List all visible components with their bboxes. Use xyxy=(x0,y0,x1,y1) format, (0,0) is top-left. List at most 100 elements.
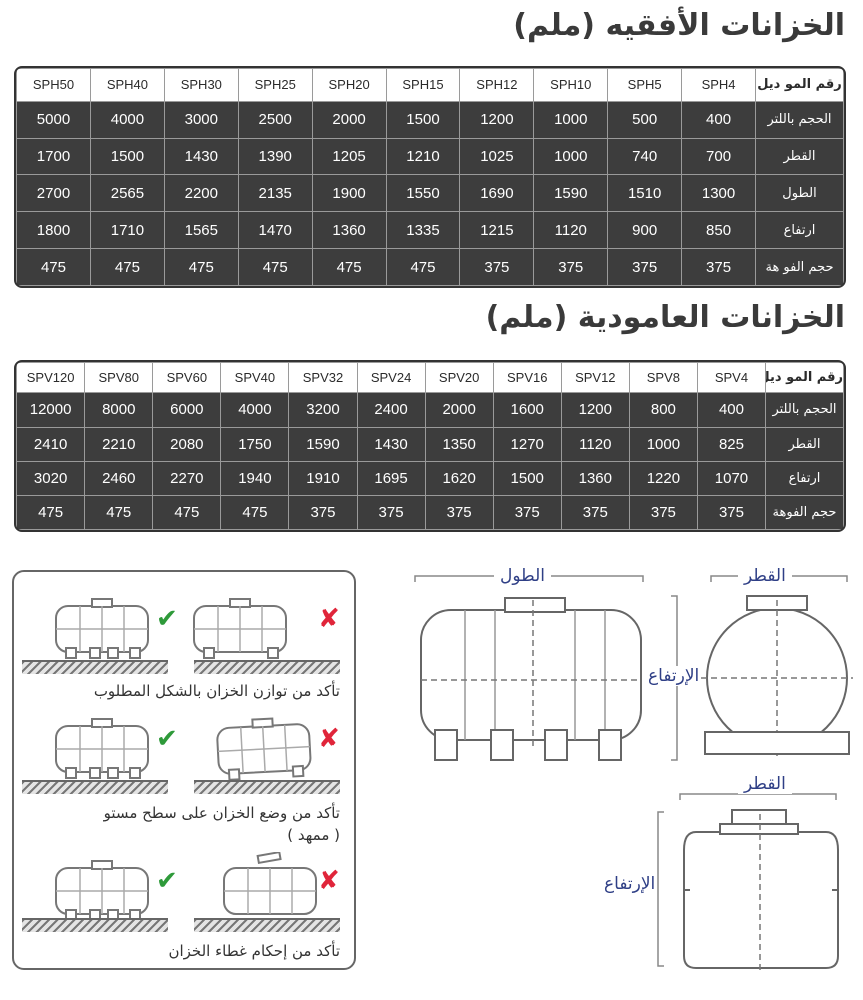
value-cell: 2565 xyxy=(89,174,165,213)
value-cell: 2135 xyxy=(237,174,313,213)
model-cell: SPH12 xyxy=(459,68,535,102)
value-cell: 2700 xyxy=(16,174,91,213)
vertical-height-label: الإرتفاع xyxy=(604,874,656,894)
value-cell: 3200 xyxy=(288,392,358,428)
value-cell: 1750 xyxy=(220,426,290,462)
ground-surface xyxy=(22,918,168,932)
value-cell: 1910 xyxy=(288,460,358,496)
value-cell: 1000 xyxy=(628,426,698,462)
value-cell: 12000 xyxy=(16,392,86,428)
model-cell: SPV12 xyxy=(560,362,630,394)
value-cell: 1215 xyxy=(459,211,535,250)
value-cell: 375 xyxy=(288,494,358,530)
value-cell: 1600 xyxy=(492,392,562,428)
value-cell: 900 xyxy=(607,211,683,250)
row-label: حجم الفوهة xyxy=(765,494,844,530)
value-cell: 475 xyxy=(163,248,239,286)
model-cell: SPH50 xyxy=(16,68,91,102)
value-cell: 475 xyxy=(89,248,165,286)
value-cell: 1510 xyxy=(607,174,683,213)
model-cell: SPH40 xyxy=(89,68,165,102)
ground-surface xyxy=(194,660,340,674)
value-cell: 1200 xyxy=(560,392,630,428)
value-cell: 1335 xyxy=(385,211,461,250)
model-cell: SPH5 xyxy=(607,68,683,102)
value-cell: 1430 xyxy=(163,137,239,176)
value-cell: 475 xyxy=(220,494,290,530)
value-cell: 800 xyxy=(628,392,698,428)
height-label: الإرتفاع xyxy=(646,666,702,686)
value-cell: 2270 xyxy=(152,460,222,496)
model-cell: SPH4 xyxy=(681,68,756,102)
value-cell: 500 xyxy=(607,100,683,139)
value-cell: 1390 xyxy=(237,137,313,176)
row-label: حجم الفو هة xyxy=(755,248,844,286)
uneven-surface-tank-icon xyxy=(216,717,312,781)
value-cell: 475 xyxy=(311,248,387,286)
value-cell: 3020 xyxy=(16,460,86,496)
value-cell: 1620 xyxy=(424,460,494,496)
row-label: الحجم باللتر xyxy=(755,100,844,139)
model-cell: SPV40 xyxy=(220,362,290,394)
installation-instructions-box: ✔ ✘ تأكد من توازن الخزان بالشكل المطلوب xyxy=(12,570,356,970)
value-cell: 3000 xyxy=(163,100,239,139)
value-cell: 1200 xyxy=(459,100,535,139)
value-cell: 1120 xyxy=(533,211,609,250)
model-cell: SPV4 xyxy=(696,362,767,394)
value-cell: 8000 xyxy=(84,392,154,428)
model-cell: SPV20 xyxy=(424,362,494,394)
value-cell: 2460 xyxy=(84,460,154,496)
value-cell: 1695 xyxy=(356,460,426,496)
model-cell: SPH10 xyxy=(533,68,609,102)
cross-mark-icon: ✘ xyxy=(318,604,340,634)
value-cell: 2410 xyxy=(16,426,86,462)
horizontal-tank-diagram xyxy=(414,575,853,761)
value-cell: 475 xyxy=(16,248,91,286)
value-cell: 1800 xyxy=(16,211,91,250)
check-mark-icon: ✔ xyxy=(156,604,178,634)
tip-secure-lid: ✔ ✘ تأكد من إحكام غطاء الخزان xyxy=(14,852,354,968)
value-cell: 1350 xyxy=(424,426,494,462)
value-cell: 375 xyxy=(681,248,756,286)
model-cell: SPV60 xyxy=(152,362,222,394)
value-cell: 1205 xyxy=(311,137,387,176)
vertical-tanks-title: الخزانات العامودية (ملم) xyxy=(485,300,845,335)
value-cell: 1000 xyxy=(533,100,609,139)
check-mark-icon: ✔ xyxy=(156,866,178,896)
value-cell: 2210 xyxy=(84,426,154,462)
value-cell: 740 xyxy=(607,137,683,176)
value-cell: 1690 xyxy=(459,174,535,213)
value-cell: 2000 xyxy=(311,100,387,139)
value-cell: 475 xyxy=(84,494,154,530)
value-cell: 375 xyxy=(459,248,535,286)
value-cell: 375 xyxy=(628,494,698,530)
value-cell: 1470 xyxy=(237,211,313,250)
value-cell: 4000 xyxy=(220,392,290,428)
vertical-tank-diagram xyxy=(657,793,839,970)
value-cell: 1300 xyxy=(681,174,756,213)
tip-secure-lid-caption: تأكد من إحكام غطاء الخزان xyxy=(168,942,340,960)
vertical-diameter-label: القطر xyxy=(738,774,792,794)
value-cell: 1900 xyxy=(311,174,387,213)
model-cell: SPH20 xyxy=(311,68,387,102)
model-cell: SPH30 xyxy=(163,68,239,102)
tip-flat-surface-caption-note: ( ممهد ) xyxy=(287,826,340,844)
balanced-tank-icon xyxy=(55,598,149,659)
value-cell: 1550 xyxy=(385,174,461,213)
value-cell: 825 xyxy=(696,426,767,462)
value-cell: 1430 xyxy=(356,426,426,462)
value-cell: 700 xyxy=(681,137,756,176)
value-cell: 1500 xyxy=(89,137,165,176)
value-cell: 375 xyxy=(696,494,767,530)
value-cell: 2500 xyxy=(237,100,313,139)
